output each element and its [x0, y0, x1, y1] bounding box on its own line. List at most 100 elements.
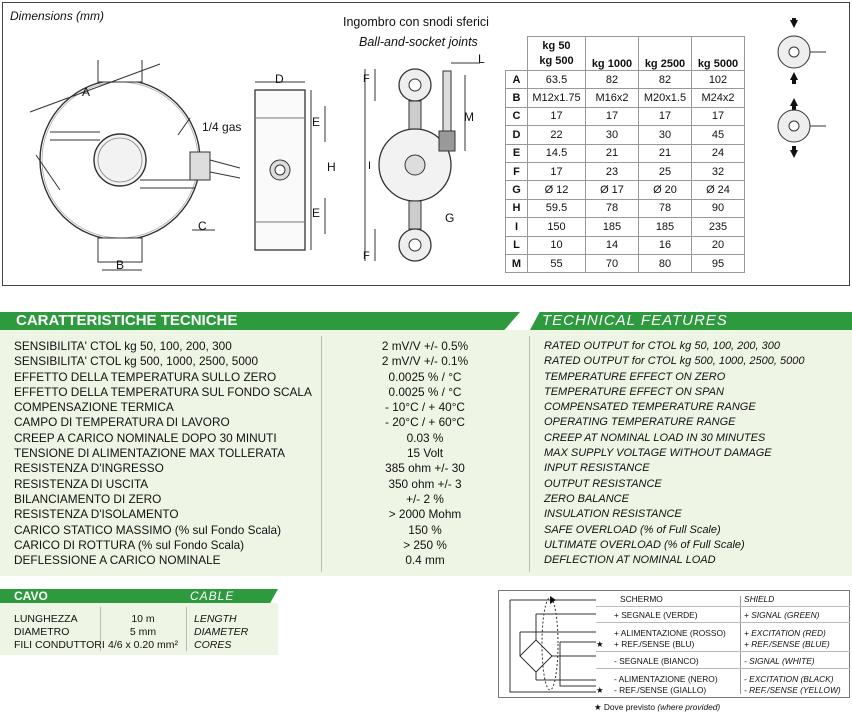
spec-en-row: TEMPERATURE EFFECT ON ZERO: [544, 370, 726, 383]
dimension-cell: 25: [638, 161, 692, 182]
spec-it-row: RESISTENZA DI USCITA: [14, 476, 149, 491]
spec-en-row: INSULATION RESISTANCE: [544, 508, 682, 521]
wiring-label-it: - SEGNALE (BIANCO): [614, 656, 699, 666]
spec-it-row: BILANCIAMENTO DI ZERO: [14, 491, 162, 506]
letter-g: G: [445, 211, 455, 225]
dimension-cell: 24: [691, 143, 745, 163]
dimension-cell: 78: [638, 198, 692, 219]
spec-en-row: COMPENSATED TEMPERATURE RANGE: [544, 401, 756, 414]
spec-it-row: CAMPO DI TEMPERATURA DI LAVORO: [14, 415, 230, 430]
spec-it-row: RESISTENZA D'ISOLAMENTO: [14, 507, 179, 522]
spec-val-row: > 250 %: [403, 537, 447, 552]
dimension-cell: 20: [691, 235, 745, 255]
star-icon: ★: [596, 685, 604, 695]
cable-title-en: CABLE: [180, 589, 278, 603]
spec-en-row: ZERO BALANCE: [544, 492, 629, 505]
dimension-cell: M20x1.5: [638, 88, 692, 108]
cable-it-row: FILI CONDUTTORI: [14, 639, 105, 651]
spec-column-values: 2 mV/V +/- 0.5%2 mV/V +/- 0.1%0.0025 % /…: [322, 339, 528, 568]
spec-en-row: CREEP AT NOMINAL LOAD IN 30 MINUTES: [544, 431, 766, 444]
letter-a: A: [82, 85, 91, 99]
dimension-cell: Ø 24: [691, 180, 745, 200]
spec-en-row: TEMPERATURE EFFECT ON SPAN: [544, 385, 724, 398]
wiring-label-en: - SIGNAL (WHITE): [744, 656, 815, 666]
dimension-cell: 17: [585, 106, 639, 127]
letter-l: L: [478, 52, 485, 66]
spec-en-row: MAX SUPPLY VOLTAGE WITHOUT DAMAGE: [544, 447, 772, 460]
cable-en-row: LENGTH: [194, 613, 237, 625]
wiring-label-it: - REF./SENSE (GIALLO): [614, 685, 707, 695]
dimension-cell: Ø 12: [527, 180, 586, 200]
letter-e-top: E: [312, 115, 321, 129]
dimension-cell: 55: [527, 253, 586, 274]
wiring-label-en: - REF./SENSE (YELLOW): [744, 685, 841, 695]
dimension-cell: Ø 17: [585, 180, 639, 200]
spec-it-row: CREEP A CARICO NOMINALE DOPO 30 MINUTI: [14, 430, 277, 445]
dimension-cell: 80: [638, 253, 692, 274]
dimension-cell: 235: [691, 217, 745, 237]
letter-f-top: F: [363, 73, 370, 85]
dimension-cell: 23: [585, 161, 639, 182]
dimension-cell: 22: [527, 125, 586, 145]
letter-e-bottom: E: [312, 206, 321, 220]
drawing-title-en: Ball-and-socket joints: [359, 35, 478, 49]
dimension-cell: 95: [691, 253, 745, 274]
spec-it-row: EFFETTO DELLA TEMPERATURA SULLO ZERO: [14, 369, 277, 384]
wiring-label-it: + SEGNALE (VERDE): [614, 610, 698, 620]
spec-val-row: - 10°C / + 40°C: [385, 400, 465, 415]
cable-en-row: CORES: [194, 639, 232, 651]
spec-it-row: SENSIBILITA' CTOL kg 500, 1000, 2500, 50…: [14, 354, 259, 369]
dimension-cell: 17: [691, 106, 745, 127]
spec-val-row: 0.03 %: [406, 430, 444, 445]
star-icon: ★: [594, 702, 602, 712]
letter-b: B: [116, 258, 125, 272]
spec-val-row: 15 Volt: [406, 446, 444, 461]
spec-val-row: 150 %: [408, 522, 442, 537]
dimension-cell: 82: [585, 69, 639, 90]
wiring-label-it: SCHERMO: [620, 594, 663, 604]
dimension-cell: 185: [638, 217, 692, 237]
spec-val-row: 0.4 mm: [405, 553, 445, 568]
spec-val-row: 2 mV/V +/- 0.1%: [381, 354, 469, 369]
front-view-drawing: [29, 60, 241, 271]
cable-val-row: 5 mm: [129, 626, 157, 638]
dimension-cell: 10: [527, 235, 586, 255]
spec-it-row: TENSIONE DI ALIMENTAZIONE MAX TOLLERATA: [14, 446, 285, 461]
dimension-cell: 45: [691, 125, 745, 145]
wiring-label-it: + REF./SENSE (BLU): [614, 639, 695, 649]
arrow-up-icon-2: [790, 98, 798, 106]
letter-h: H: [327, 160, 336, 174]
dimension-cell: 17: [527, 106, 586, 127]
dimension-cell: 30: [585, 125, 639, 145]
dimension-cell: 21: [585, 143, 639, 163]
spec-it-row: DEFLESSIONE A CARICO NOMINALE: [14, 553, 221, 568]
spec-it-row: EFFETTO DELLA TEMPERATURA SUL FONDO SCAL…: [14, 384, 312, 399]
dimension-cell: 14.5: [527, 143, 586, 163]
gas-label: 1/4 gas: [202, 120, 242, 134]
dimension-cell: 82: [638, 69, 692, 90]
cable-title-it: CAVO: [0, 589, 180, 603]
side-view-drawing: [254, 81, 326, 251]
spec-en-row: OPERATING TEMPERATURE RANGE: [544, 416, 736, 429]
dimension-cell: 17: [638, 106, 692, 127]
spec-val-row: 385 ohm +/- 30: [385, 461, 465, 476]
dimension-table-header: kg 50 kg 500 kg 1000 kg 2500 kg 5000: [505, 36, 745, 71]
wiring-label-en: - EXCITATION (BLACK): [744, 674, 834, 684]
dimension-cell: 16: [638, 235, 692, 255]
wiring-bridge-diagram: [509, 596, 596, 693]
wiring-label-en: + REF./SENSE (BLUE): [744, 639, 830, 649]
wiring-label-it: - ALIMENTAZIONE (NERO): [614, 674, 718, 684]
dimension-cell: 150: [527, 217, 586, 237]
spec-val-row: 0.0025 % / °C: [388, 384, 462, 399]
dimension-cell: M12x1.75: [527, 88, 586, 108]
spec-val-row: 0.0025 % / °C: [388, 369, 462, 384]
letter-c: C: [198, 219, 207, 233]
